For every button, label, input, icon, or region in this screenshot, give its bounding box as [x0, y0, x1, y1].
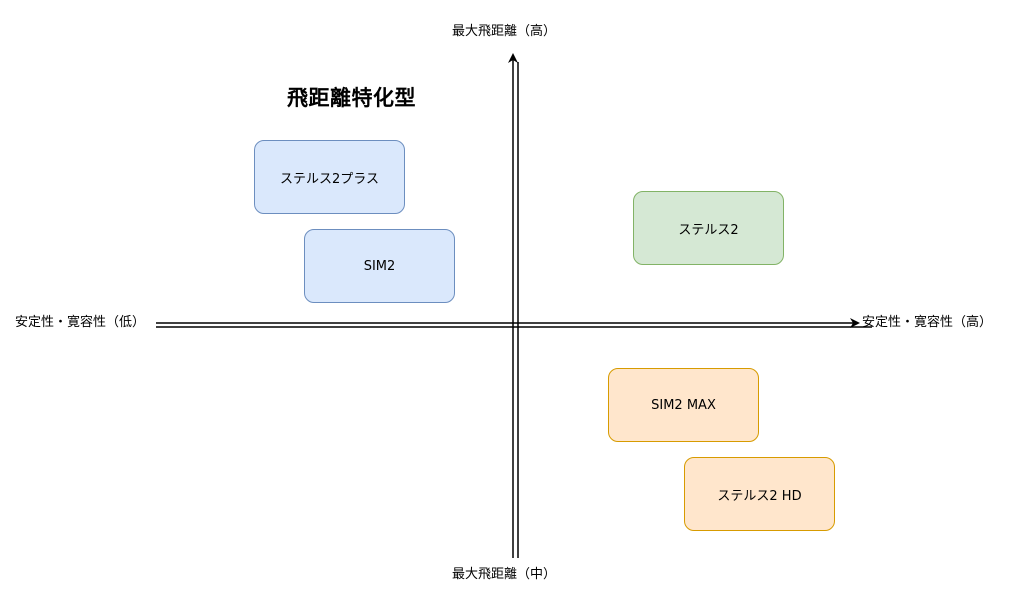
product-box-stealth2-hd[interactable]: ステルス2 HD: [684, 457, 835, 531]
product-label: SIM2 MAX: [651, 397, 716, 413]
axis-label-x-right: 安定性・寛容性（高）: [862, 315, 993, 330]
product-box-sim2-max[interactable]: SIM2 MAX: [608, 368, 759, 442]
axis-label-y-top: 最大飛距離（高）: [452, 24, 557, 39]
axis-label-x-left: 安定性・寛容性（低）: [15, 315, 146, 330]
product-box-sim2[interactable]: SIM2: [304, 229, 455, 303]
axis-label-y-bottom: 最大飛距離（中）: [452, 567, 557, 582]
product-label: SIM2: [363, 258, 396, 274]
product-box-stealth2[interactable]: ステルス2: [633, 191, 784, 265]
product-label: ステルス2プラス: [279, 171, 379, 187]
product-label: ステルス2: [678, 222, 739, 238]
product-label: ステルス2 HD: [717, 488, 802, 504]
product-box-stealth2-plus[interactable]: ステルス2プラス: [254, 140, 405, 214]
quadrant-title: 飛距離特化型: [287, 86, 416, 110]
